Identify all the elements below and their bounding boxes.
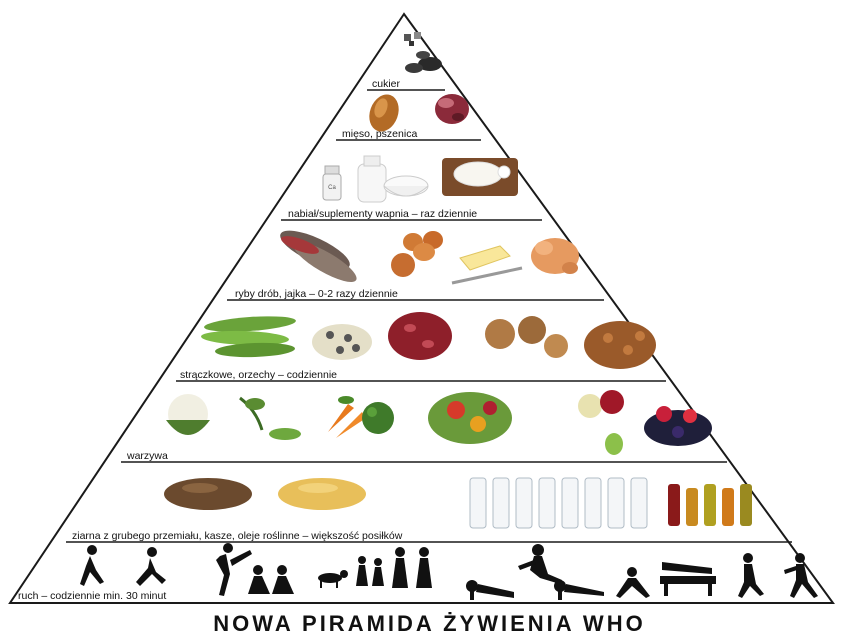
level-label-fish-eggs: ryby drób, jajka – 0-2 razy dziennie <box>235 288 398 300</box>
broccoli-icon <box>362 402 394 434</box>
level-label-dairy: nabiał/suplementy wapnia – raz dziennie <box>288 208 477 220</box>
level-label-meat: mięso, pszenica <box>342 128 417 140</box>
red-beans-icon <box>388 312 452 360</box>
cheese-board-icon <box>442 158 518 196</box>
level-label-grains: ziarna z grubego przemiału, kasze, oleje… <box>72 530 403 542</box>
level-label-legumes: strączkowe, orzechy – codziennie <box>180 369 337 381</box>
buckwheat-icon <box>164 478 252 510</box>
white-beans-icon <box>312 324 372 360</box>
red-meat-icon <box>435 94 469 124</box>
level-label-vegetables: warzywa <box>126 450 168 462</box>
couscous-icon <box>278 478 366 510</box>
pyramid-title: NOWA PIRAMIDA ŻYWIENIA WHO <box>0 611 859 637</box>
level-label-movement: ruch – codziennie min. 30 minut <box>18 590 166 602</box>
yogurt-bowl-icon <box>384 176 428 196</box>
vegetable-bowl-icon <box>428 392 512 444</box>
level-label-sugar: cukier <box>372 78 401 90</box>
chicken-icon <box>531 238 579 274</box>
svg-text:Ca: Ca <box>328 185 336 191</box>
calcium-pill-bottle-icon: Ca <box>323 166 341 200</box>
hazelnuts-icon <box>584 321 656 369</box>
